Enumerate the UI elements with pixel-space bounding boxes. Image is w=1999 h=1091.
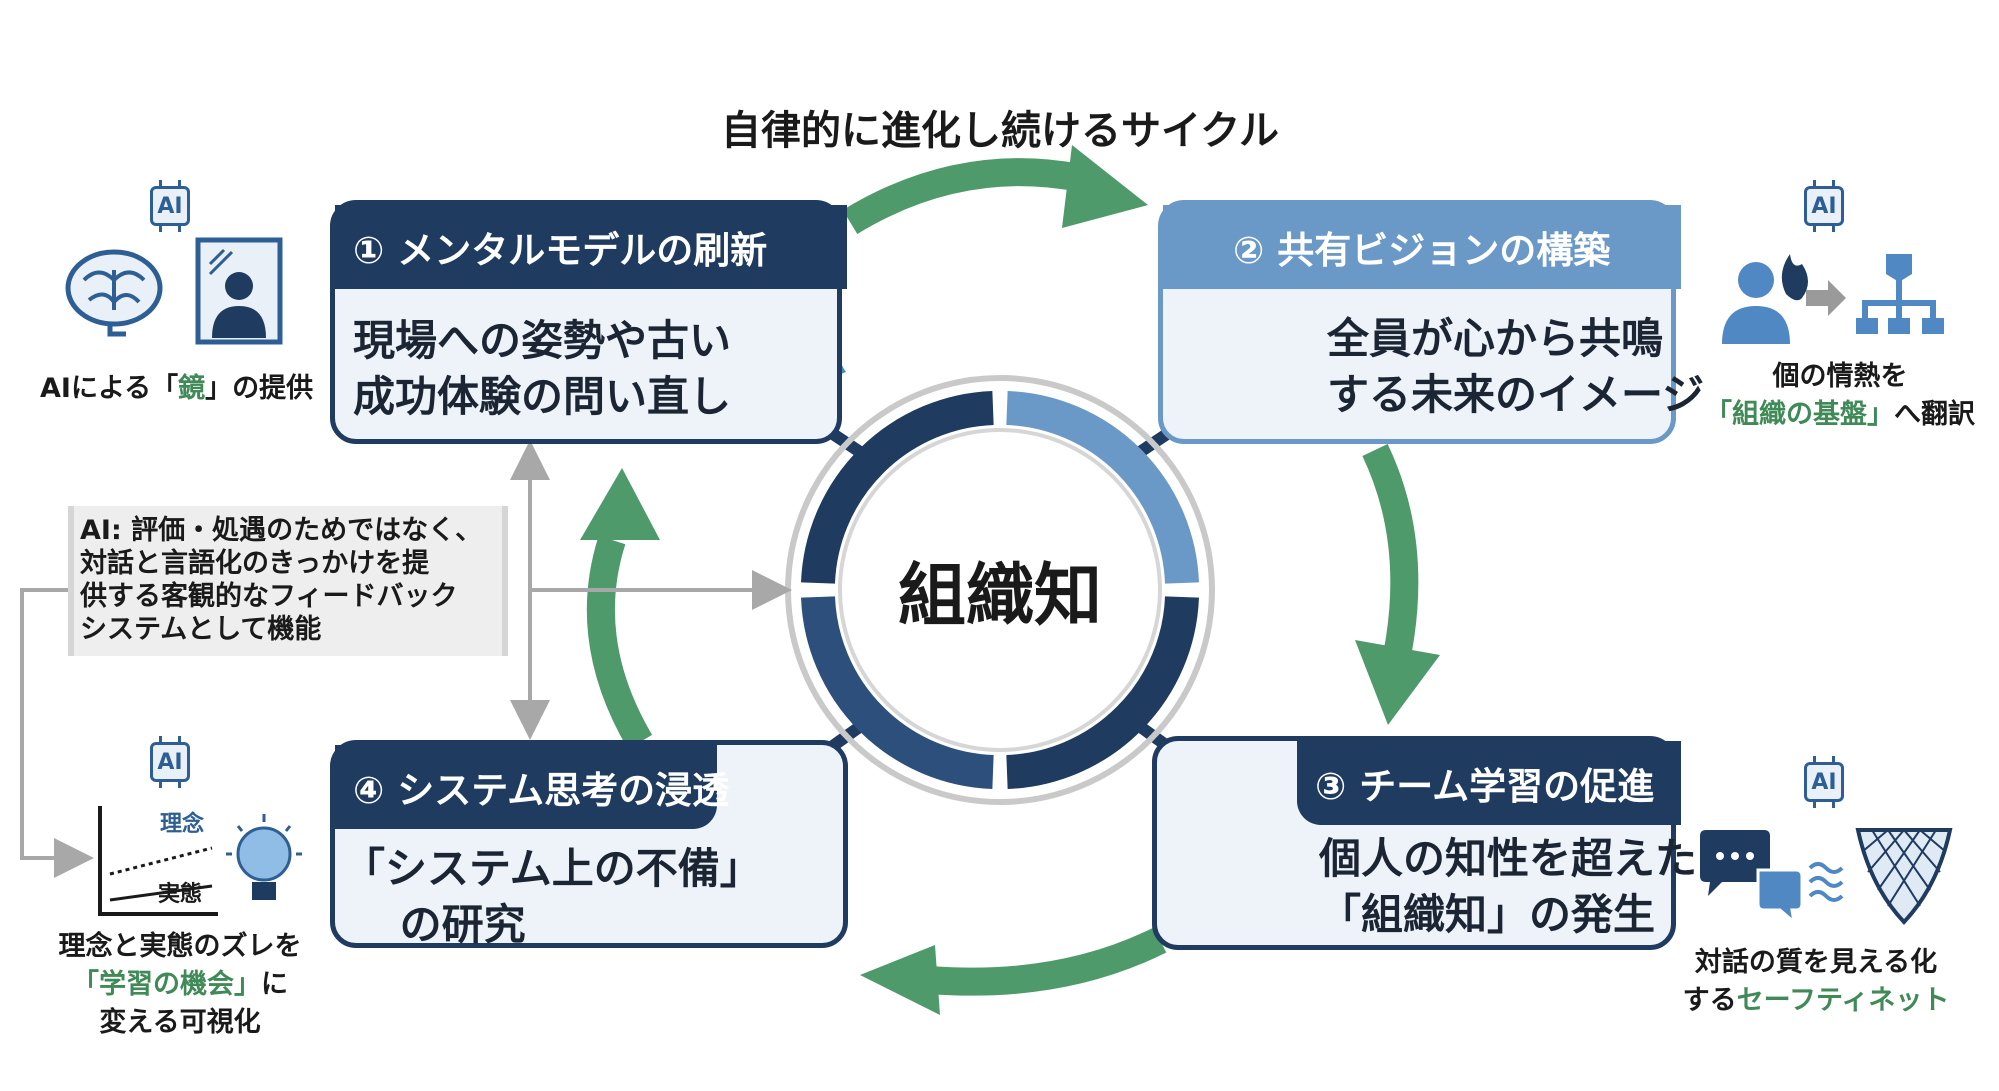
step-heading: ① メンタルモデルの刷新: [335, 205, 847, 289]
step-body: 「システム上の不備」 の研究: [343, 844, 762, 949]
cycle-arrow-top: [842, 145, 1148, 234]
chat-icon-right: [1700, 830, 1804, 926]
hierarchy-icon: [1856, 254, 1944, 334]
step-body: 個人の知性を超えた 「組織知」の発生: [1319, 834, 1698, 939]
chart-label-ideal: 理念: [160, 812, 205, 837]
ai-chip-icon: AI: [150, 180, 190, 232]
flame-person-icon: [1722, 254, 1808, 344]
step-card-systems-thinking: ④ システム思考の浸透 「システム上の不備」 の研究: [330, 740, 848, 949]
brain-icon: [65, 249, 163, 337]
safety-net-icon: [1855, 828, 1953, 925]
ai-feedback-note: AI: 評価・処遇のためではなく、 対話と言語化のきっかけを提 供する客観的なフ…: [68, 506, 508, 656]
step-card-team-learning: ③ チーム学習の促進 個人の知性を超えた 「組織知」の発生: [1152, 736, 1697, 950]
note-mirror: AIによる「鏡」の提供: [40, 373, 314, 404]
cycle-arrow-left: [580, 468, 660, 750]
cycle-arrow-right: [1355, 443, 1440, 725]
note-passion: 個の情熱を 「組織の基盤」へ翻訳: [1705, 361, 1975, 430]
ai-chip-icon: AI: [1804, 180, 1844, 232]
feedback-connectors: [20, 440, 792, 878]
cycle-title: 自律的に進化し続けるサイクル: [721, 108, 1279, 154]
ai-chip-icon: AI: [1804, 756, 1844, 808]
mirror-icon: [195, 237, 283, 345]
note-gap-visualization: 理念と実態のズレを 「学習の機会」に 変える可視化: [58, 931, 302, 1038]
step-heading: ④ システム思考の浸透: [335, 745, 729, 829]
chart-label-actual: 実態: [158, 882, 203, 907]
step-body: 現場への姿勢や古い 成功体験の問い直し: [353, 316, 732, 421]
note-safety-net: 対話の質を見える化 するセーフティネット: [1682, 947, 1950, 1016]
cycle-arrow-bottom: [860, 927, 1167, 1015]
ai-chip-icon: AI: [150, 736, 190, 788]
gap-chart-icon: [98, 806, 218, 916]
step-card-mental-model: ① メンタルモデルの刷新 現場への姿勢や古い 成功体験の問い直し: [330, 200, 847, 444]
waves-icon: [1808, 862, 1844, 902]
center-label: 組織知: [897, 557, 1102, 636]
step-card-shared-vision: ② 共有ビジョンの構築 全員が心から共鳴 する未来のイメージ: [1158, 200, 1704, 444]
step-heading: ③ チーム学習の促進: [1297, 741, 1681, 825]
step-body: 全員が心から共鳴 する未来のイメージ: [1327, 314, 1705, 419]
step-heading: ② 共有ビジョンの構築: [1163, 205, 1681, 289]
translate-arrow-icon: [1806, 280, 1846, 316]
lightbulb-icon: [226, 814, 302, 900]
